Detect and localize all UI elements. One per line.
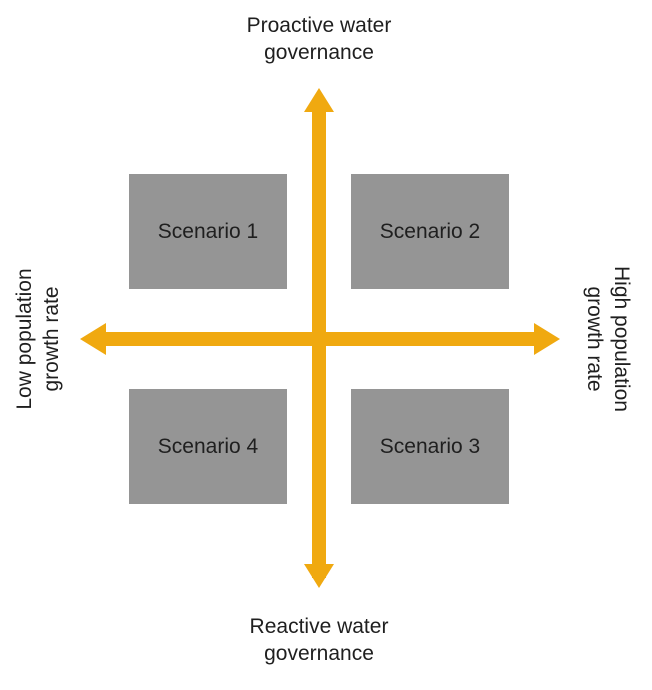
up-arrowhead <box>304 88 334 112</box>
scenario-4-label: Scenario 4 <box>157 434 259 458</box>
scenario-3-label: Scenario 3 <box>379 434 481 458</box>
scenario-3-box: Scenario 3 <box>351 389 509 504</box>
left-axis-label-line2: growth rate <box>40 286 63 392</box>
left-axis-label: Low population growth rate <box>11 249 65 429</box>
scenario-2-label: Scenario 2 <box>379 219 481 243</box>
left-arrowhead <box>80 323 106 355</box>
bottom-axis-label-line1: Reactive water <box>249 615 389 638</box>
top-axis-label: Proactive water governance <box>219 12 419 66</box>
right-axis-label-line2: growth rate <box>583 286 606 392</box>
down-arrowhead <box>304 564 334 588</box>
left-axis-label-line1: Low population <box>13 268 36 410</box>
bottom-axis-label-line2: governance <box>264 642 374 665</box>
top-axis-label-line2: governance <box>264 41 374 64</box>
scenario-1-box: Scenario 1 <box>129 174 287 289</box>
horizontal-axis <box>100 332 540 346</box>
right-axis-label: High population growth rate <box>581 249 635 429</box>
top-axis-label-line1: Proactive water <box>246 14 392 37</box>
right-axis-label-line1: High population <box>610 266 633 412</box>
scenario-4-box: Scenario 4 <box>129 389 287 504</box>
bottom-axis-label: Reactive water governance <box>219 613 419 667</box>
scenario-2-box: Scenario 2 <box>351 174 509 289</box>
right-arrowhead <box>534 323 560 355</box>
scenario-1-label: Scenario 1 <box>157 219 259 243</box>
